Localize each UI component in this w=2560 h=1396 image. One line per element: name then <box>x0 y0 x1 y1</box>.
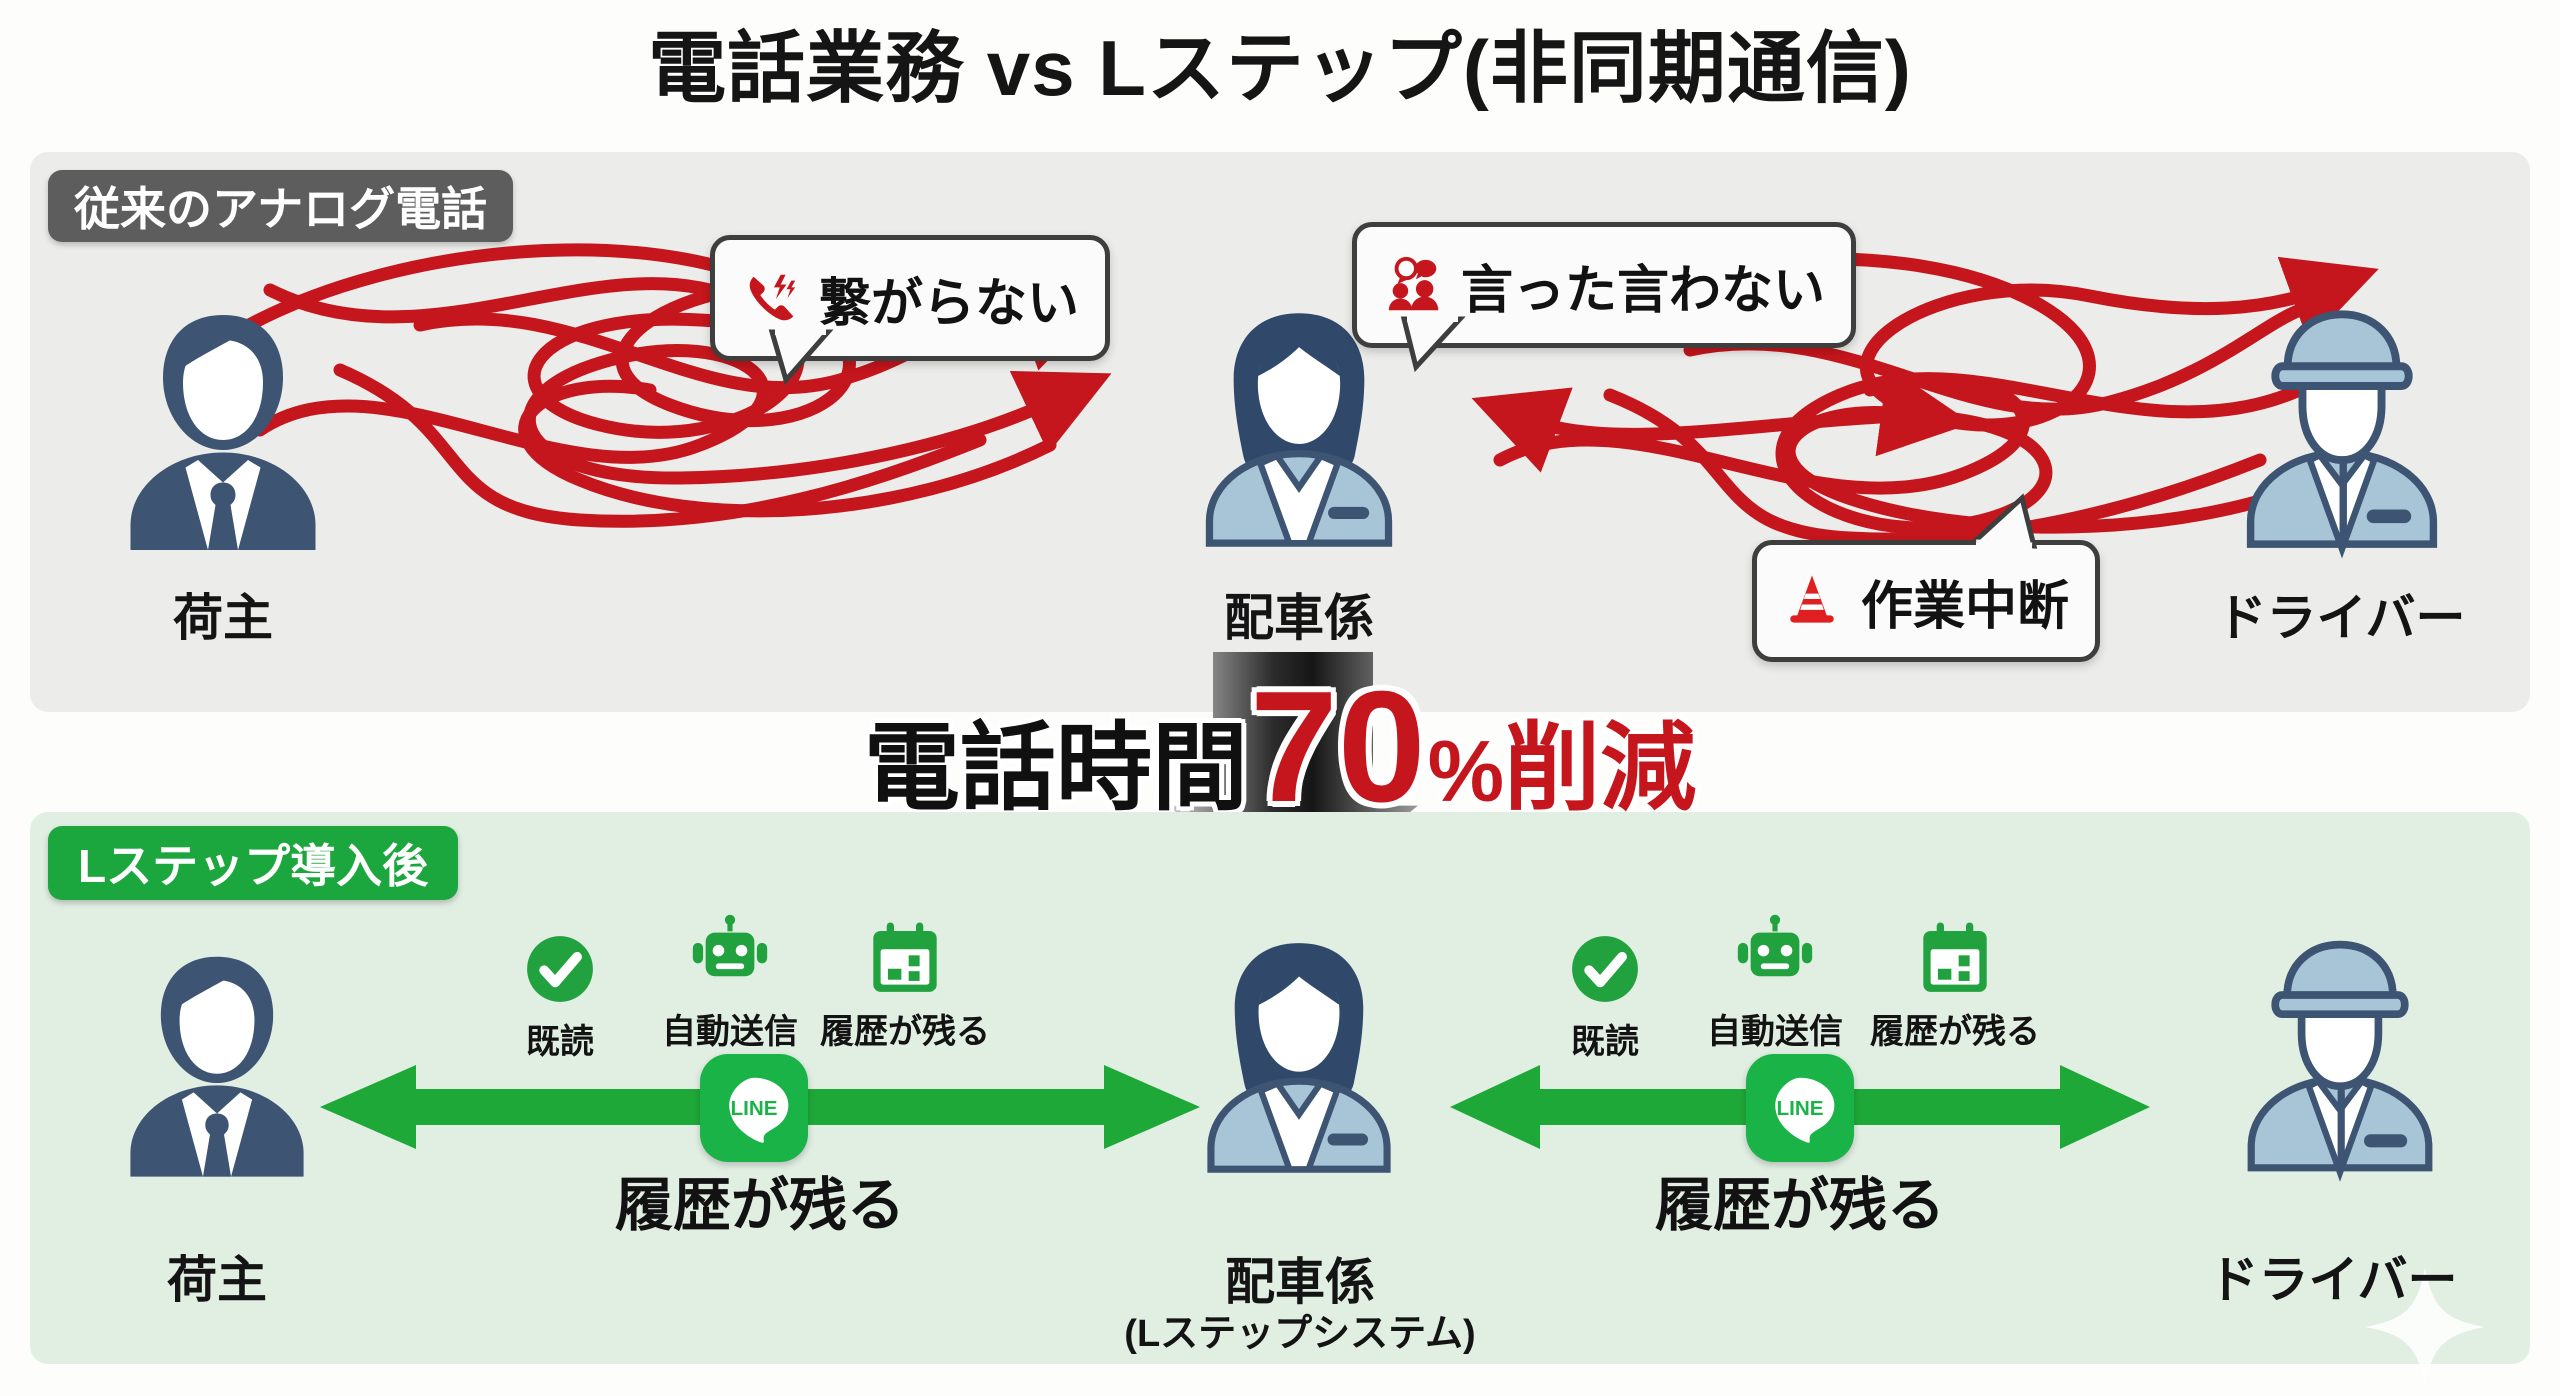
avatar-driver-bottom <box>2220 932 2460 1182</box>
check-circle-icon <box>455 922 665 1008</box>
avatar-shipper-bottom <box>100 942 334 1182</box>
bubble-tail-3 <box>1968 493 2038 552</box>
phone-missed-icon <box>741 267 803 329</box>
calendar-icon <box>800 912 1010 998</box>
bubble-tail-2 <box>1400 314 1466 373</box>
avatar-shipper-top <box>98 300 348 555</box>
feature-history-right-label: 履歴が残る <box>1870 1013 2040 1051</box>
feature-history-left: 履歴が残る <box>800 912 1010 1053</box>
traffic-cone-icon <box>1783 570 1845 632</box>
banner-number: 70 <box>1249 659 1426 835</box>
bubble-tail-1 <box>768 327 834 386</box>
feature-history-right: 履歴が残る <box>1850 912 2060 1053</box>
line-logo-right: LINE <box>1746 1054 1854 1162</box>
flow-label-right: 履歴が残る <box>1654 1173 1945 1238</box>
feature-history-left-label: 履歴が残る <box>820 1013 990 1051</box>
banner-prefix: 電話時間 <box>863 715 1248 822</box>
tangled-red-arrows-right <box>1471 252 2379 546</box>
feature-read-right-label: 既読 <box>1571 1023 1639 1061</box>
label-dispatcher-top: 配車係 <box>1224 590 1374 646</box>
label-driver-top: ドライバー <box>2216 590 2466 646</box>
avatar-dispatcher-top <box>1178 302 1420 552</box>
feature-read-left-label: 既読 <box>526 1023 594 1061</box>
two-people-talking-icon <box>1383 254 1445 316</box>
feature-autosend-right-label: 自動送信 <box>1707 1013 1843 1051</box>
feature-read-right: 既読 <box>1500 922 1710 1063</box>
label-driver-bottom: ドライバー <box>2208 1252 2458 1308</box>
page-title: 電話業務 vs Lステップ(非同期通信) <box>648 24 1912 112</box>
avatar-dispatcher-bottom <box>1180 932 1418 1178</box>
bubble-not-connecting-text: 繋がらない <box>819 274 1080 333</box>
section-badge-analog-label: 従来のアナログ電話 <box>74 183 488 235</box>
line-logo-left-text: LINE <box>731 1097 778 1120</box>
label-shipper-top: 荷主 <box>173 590 273 646</box>
check-circle-icon <box>1500 922 1710 1008</box>
label-shipper-bottom: 荷主 <box>167 1252 267 1308</box>
banner-percent: % <box>1427 724 1505 820</box>
line-logo-left: LINE <box>700 1054 808 1162</box>
bubble-work-interrupted: 作業中断 <box>1752 540 2101 662</box>
feature-autosend-left: 自動送信 <box>625 912 835 1053</box>
calendar-icon <box>1850 912 2060 998</box>
sublabel-dispatcher-bottom: (Lステップシステム) <box>1124 1313 1476 1355</box>
bubble-work-interrupted-text: 作業中断 <box>1861 577 2070 636</box>
label-dispatcher-bottom: 配車係 <box>1225 1254 1375 1310</box>
section-badge-lstep: Lステップ導入後 <box>48 826 459 900</box>
reduction-banner: 電話時間 70 % 削減 <box>0 659 2560 835</box>
banner-suffix: 削減 <box>1504 715 1697 822</box>
section-badge-analog: 従来のアナログ電話 <box>48 170 514 242</box>
flow-label-left: 履歴が残る <box>614 1173 905 1238</box>
bubble-he-said-she-said-text: 言った言わない <box>1461 261 1826 320</box>
feature-autosend-left-label: 自動送信 <box>662 1013 798 1051</box>
feature-autosend-right: 自動送信 <box>1670 912 1880 1053</box>
avatar-driver-top <box>2218 302 2466 559</box>
feature-read-left: 既読 <box>455 922 665 1063</box>
section-badge-lstep-label: Lステップ導入後 <box>78 840 429 892</box>
robot-icon <box>625 912 835 998</box>
robot-icon <box>1670 912 1880 998</box>
line-logo-right-text: LINE <box>1777 1097 1824 1120</box>
sparkle-icon <box>2365 1267 2485 1387</box>
